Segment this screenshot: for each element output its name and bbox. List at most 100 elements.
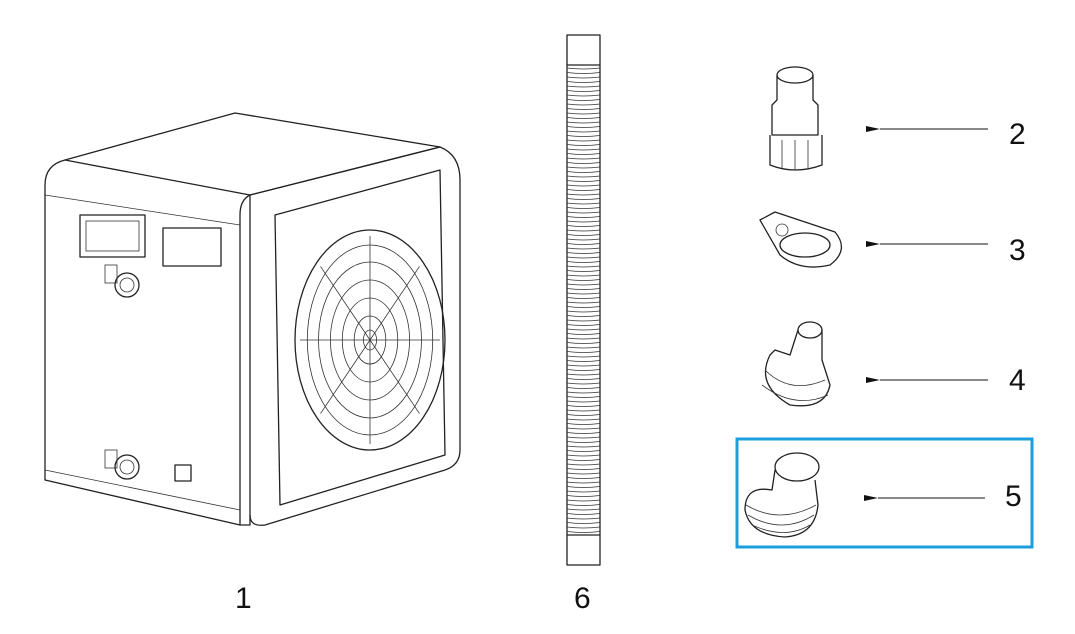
hose-ridge [566, 76, 601, 79]
hose-ridge [566, 148, 601, 151]
hose-ridge [566, 175, 601, 178]
hose-ridge [566, 319, 601, 322]
hose-ridge [566, 301, 601, 304]
hose-ridge [566, 279, 601, 281]
hose-ridge [566, 247, 601, 250]
hose-ridge [566, 207, 601, 209]
hose-ridge [566, 328, 601, 331]
hose-ridge [566, 468, 601, 470]
part-label-1: 1 [235, 582, 252, 615]
hose-ridge [566, 409, 601, 412]
hose-ridge [566, 351, 601, 353]
hose-ridge [566, 414, 601, 416]
hose-ridge [566, 378, 601, 380]
hose-ridge [566, 153, 601, 155]
hose-ridge [566, 162, 601, 164]
hose-ridge [566, 306, 601, 308]
part-label-4: 4 [1009, 364, 1026, 397]
hose-ridge [566, 391, 601, 394]
hose-ridge [566, 508, 601, 511]
hose-ridge [566, 526, 601, 529]
hose-ridge [566, 112, 601, 115]
hose-ridge [566, 423, 601, 425]
hose-ridge [566, 517, 601, 520]
hose-ridge [566, 382, 601, 385]
hose-ridge [566, 274, 601, 277]
hose-ridge [566, 270, 601, 272]
hose-ridge [566, 166, 601, 169]
fan-grille [294, 229, 446, 451]
hose-ridge [566, 315, 601, 317]
hose-ridge [566, 499, 601, 502]
hose-ridge [566, 490, 601, 493]
hose-ridge [566, 459, 601, 461]
hose-ridge [566, 126, 601, 128]
hose-ridge [566, 418, 601, 421]
fan-spoke [320, 266, 371, 341]
hose-ridge [566, 463, 601, 466]
part-label-6: 6 [574, 582, 591, 615]
hose-ridge [566, 400, 601, 403]
hose-ridge [566, 139, 601, 142]
hose-ridge [566, 94, 601, 97]
hose-connector-icon [769, 66, 823, 171]
hose-ridge [566, 292, 601, 295]
hose-clamp-icon [759, 211, 842, 268]
hose-ridge [566, 171, 601, 173]
hose-ridge [566, 495, 601, 497]
hose-ridge [566, 157, 601, 160]
hose-ridge [566, 337, 601, 340]
hose-ridge [566, 481, 601, 484]
hose-ridge [566, 229, 601, 232]
corrugated-hose-icon [566, 34, 601, 566]
hose-ridge [566, 522, 601, 524]
hose-ridge [566, 90, 601, 92]
hose-ridge [566, 364, 601, 367]
hose-ridge [566, 427, 601, 430]
hose-ridge [566, 243, 601, 245]
hose-ridge [566, 504, 601, 506]
part-label-2: 2 [1009, 118, 1026, 151]
hose-ridge [566, 99, 601, 101]
hose-ridge [566, 256, 601, 259]
leader-arrows [864, 126, 988, 501]
hose-ridge [566, 324, 601, 326]
hose-ridge [566, 144, 601, 146]
hose-ridge [566, 198, 601, 200]
hose-ridge [566, 261, 601, 263]
hose-ridge [566, 211, 601, 214]
hose-ridge [566, 288, 601, 290]
hose-ridge [566, 184, 601, 187]
hose-ridge [566, 441, 601, 443]
hose-ridge [566, 81, 601, 83]
hose-ridge [566, 220, 601, 223]
hose-ridge [566, 117, 601, 119]
threaded-adapter-icon [761, 321, 831, 407]
hose-ridge [566, 265, 601, 268]
hose-ridge [566, 193, 601, 196]
hose-ridge [566, 472, 601, 475]
hose-ridge [566, 202, 601, 205]
hose-ridge [566, 486, 601, 488]
fan-spoke [369, 266, 420, 341]
hose-ridge [566, 180, 601, 182]
hose-ridge [566, 135, 601, 137]
hose-ridge [566, 531, 601, 533]
highlight-box [735, 437, 1034, 549]
part-label-5: 5 [1005, 480, 1022, 513]
heat-pump-icon [44, 112, 461, 526]
part-label-3: 3 [1009, 234, 1026, 267]
hose-ridge [566, 387, 601, 389]
hose-ridge [566, 360, 601, 362]
hose-ridge [566, 252, 601, 254]
hose-ridge [566, 67, 601, 70]
hose-ridge [566, 342, 601, 344]
hose-ridge [566, 355, 601, 358]
fan-spoke [369, 339, 420, 414]
hose-ridge [566, 216, 601, 218]
hose-ridge [566, 310, 601, 313]
hose-ridge [566, 477, 601, 479]
hose-ridge [566, 436, 601, 439]
hose-ridge [566, 130, 601, 133]
hose-ridge [566, 234, 601, 236]
